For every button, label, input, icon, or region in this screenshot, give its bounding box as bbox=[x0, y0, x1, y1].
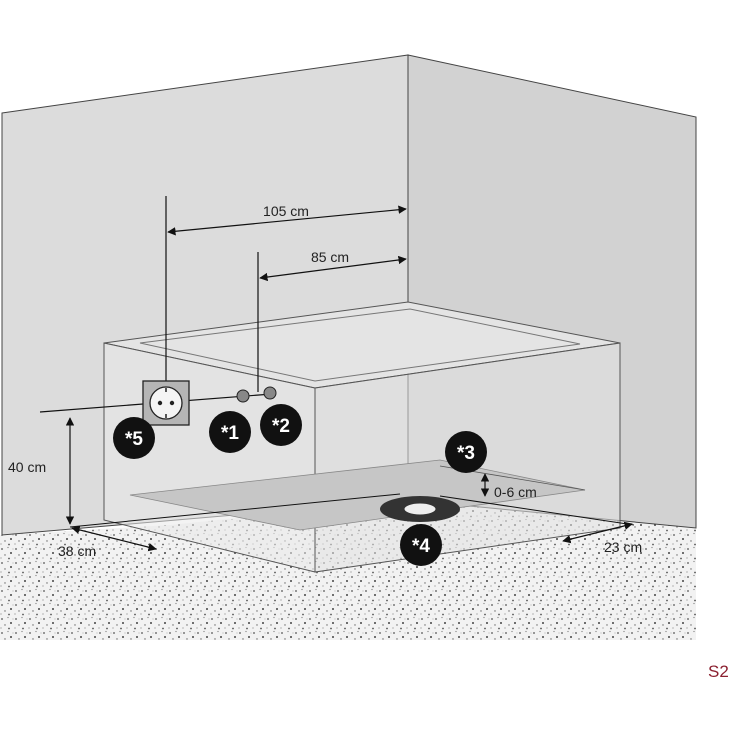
power-socket-icon bbox=[142, 380, 190, 426]
dim-line-23-ref bbox=[439, 495, 635, 526]
dim-line-38-ref bbox=[69, 493, 401, 528]
dim-arrow-23 bbox=[562, 521, 633, 544]
drain-center bbox=[403, 502, 437, 516]
dim-arrow-85 bbox=[259, 255, 407, 282]
dim-label-85: 85 cm bbox=[311, 249, 349, 265]
marker-4: *4 bbox=[400, 524, 442, 566]
marker-1: *1 bbox=[209, 411, 251, 453]
dim-label-38: 38 cm bbox=[58, 543, 96, 559]
dim-label-40: 40 cm bbox=[8, 459, 46, 475]
corner-badge: S2 bbox=[708, 662, 729, 681]
tray-inner-rim bbox=[139, 308, 581, 382]
svg-text:*4: *4 bbox=[412, 536, 430, 557]
dim-arrow-105 bbox=[167, 205, 407, 236]
svg-text:*1: *1 bbox=[221, 423, 239, 444]
dim-arrow-38 bbox=[71, 525, 157, 552]
svg-text:*2: *2 bbox=[272, 416, 290, 437]
water-connection-1-icon bbox=[236, 389, 250, 403]
dim-label-0-6: 0-6 cm bbox=[494, 484, 537, 500]
dim-label-23: 23 cm bbox=[604, 539, 642, 555]
water-connection-2-icon bbox=[263, 386, 277, 400]
marker-2: *2 bbox=[260, 404, 302, 446]
marker-5: *5 bbox=[113, 417, 155, 459]
svg-text:*5: *5 bbox=[125, 429, 143, 450]
svg-text:*3: *3 bbox=[457, 443, 475, 464]
dim-label-105: 105 cm bbox=[263, 203, 309, 219]
marker-3: *3 bbox=[445, 431, 487, 473]
